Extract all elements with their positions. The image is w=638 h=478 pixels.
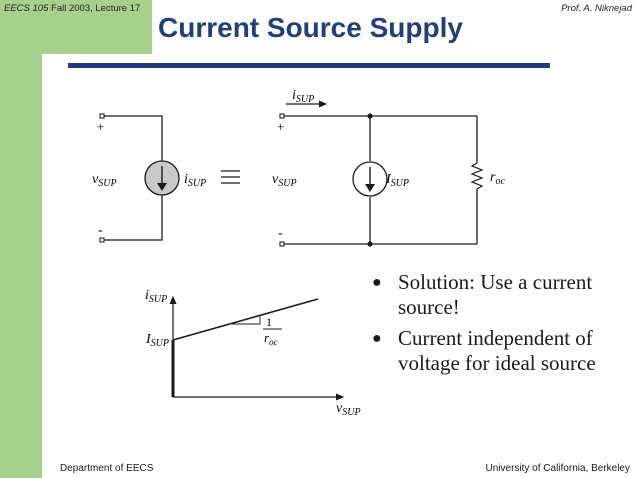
right-bottom-terminal [279,241,285,247]
header-accent-tab [0,0,152,54]
left-voltage-label: vSUP [92,172,117,189]
title-rule [68,63,550,68]
equivalence-symbol [221,170,240,184]
resistor-label: roc [490,170,505,187]
iv-line [172,298,319,341]
course-lecture: Fall 2003, Lecture 17 [48,3,141,14]
resistor-zigzag [470,162,484,190]
slope-triangle [232,316,261,325]
right-source-arrowhead [365,184,375,192]
left-plus-label: + [97,119,104,134]
course-code: EECS 105 [4,3,49,14]
iv-chart: iSUP ISUP vSUP 1 roc [145,288,361,418]
author-header: Prof. A. Niknejad [561,3,632,14]
slope-numerator: 1 [266,315,272,329]
bullet-item: ● Solution: Use a current source! [370,270,632,320]
left-accent-band [0,0,42,478]
right-voltage-label: vSUP [272,172,297,189]
slide-title: Current Source Supply [158,12,463,43]
current-arrow-label: iSUP [292,88,314,105]
left-top-wire [104,115,163,161]
bullet-text: Solution: Use a current source! [398,270,593,319]
right-top-terminal [279,113,285,119]
left-circuit: + - vSUP iSUP [92,113,206,243]
bullet-dot-icon: ● [372,330,382,347]
left-bottom-wire [104,195,163,241]
x-axis-label: vSUP [336,401,361,418]
bullet-text: Current independent of voltage for ideal… [398,326,596,375]
bullet-list: ● Solution: Use a current source! ● Curren… [370,270,632,382]
bullet-dot-icon: ● [372,274,382,291]
right-circuit: iSUP ISUP roc + - vSUP [272,88,505,247]
intercept-label: ISUP [145,332,169,349]
left-source-label: iSUP [184,172,206,189]
left-minus-label: - [98,223,103,238]
left-bottom-terminal [99,237,105,243]
right-source-label: ISUP [385,172,409,189]
left-top-terminal [99,113,105,119]
bullet-item: ● Current independent of voltage for idea… [370,326,632,376]
right-minus-label: - [278,226,283,241]
left-source-arrowhead [157,183,167,191]
slope-denominator: roc [264,330,278,347]
right-plus-label: + [277,119,284,134]
footer-university: University of California, Berkeley [485,463,631,474]
y-axis-label: iSUP [145,288,167,305]
course-header: EECS 105 Fall 2003, Lecture 17 [4,3,140,14]
footer-department: Department of EECS [60,463,154,474]
